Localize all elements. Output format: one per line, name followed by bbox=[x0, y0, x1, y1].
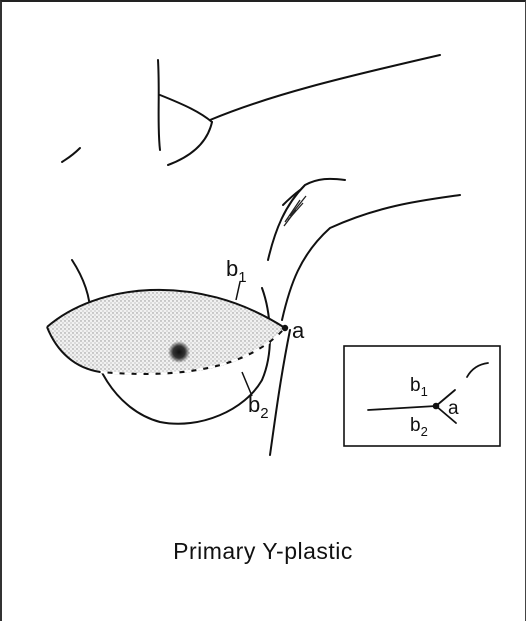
neck-shoulder-outline bbox=[62, 55, 440, 165]
figure-caption: Primary Y-plastic bbox=[0, 538, 526, 565]
label-a: a bbox=[292, 318, 305, 343]
label-b1: b1 bbox=[226, 256, 247, 286]
label-b2: b2 bbox=[248, 392, 269, 422]
inset-label-a: a bbox=[448, 398, 459, 419]
inset-diagram: b1 a b2 bbox=[344, 346, 500, 446]
nipple bbox=[168, 341, 190, 363]
excision-area bbox=[47, 290, 285, 374]
inset-point-a bbox=[433, 403, 440, 410]
point-a-marker bbox=[282, 325, 288, 331]
